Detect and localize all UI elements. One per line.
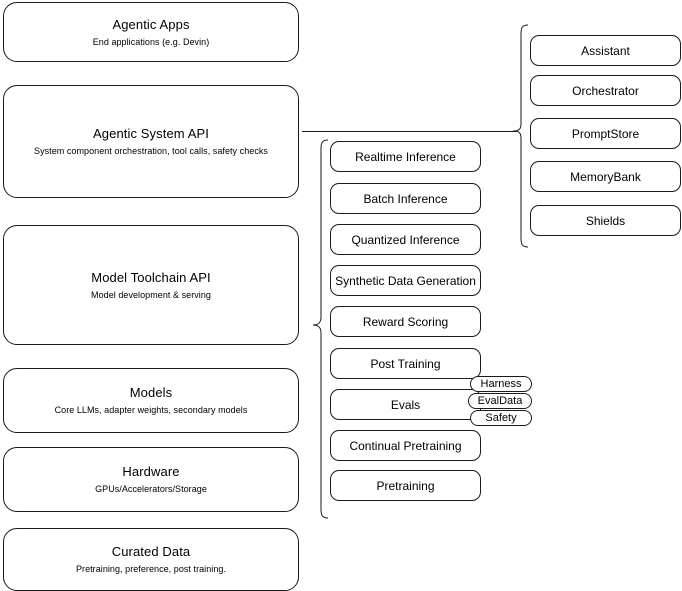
layer-box-agentic-apps[interactable]: Agentic Apps End applications (e.g. Devi…: [3, 2, 299, 62]
brace-toolchain-components: [312, 139, 329, 519]
component-label: PromptStore: [571, 126, 640, 141]
layer-subtitle: Model development & serving: [91, 289, 211, 300]
component-label: Continual Pretraining: [349, 438, 462, 453]
component-box-evals[interactable]: Evals: [330, 389, 481, 420]
layer-box-hardware[interactable]: Hardware GPUs/Accelerators/Storage: [3, 447, 299, 512]
badge-harness[interactable]: Harness: [470, 376, 532, 392]
badge-label: EvalData: [477, 395, 523, 407]
layer-subtitle: End applications (e.g. Devin): [92, 36, 210, 47]
component-box-memorybank[interactable]: MemoryBank: [530, 161, 681, 192]
component-box-assistant[interactable]: Assistant: [530, 35, 681, 66]
layer-title: Agentic System API: [93, 126, 209, 141]
layer-title: Curated Data: [111, 544, 191, 559]
component-label: Post Training: [370, 356, 441, 371]
component-box-shields[interactable]: Shields: [530, 205, 681, 236]
component-label: Realtime Inference: [355, 149, 456, 164]
component-box-quantized-inference[interactable]: Quantized Inference: [330, 224, 481, 255]
component-label: Orchestrator: [572, 83, 639, 98]
component-box-promptstore[interactable]: PromptStore: [530, 118, 681, 149]
badge-label: Harness: [480, 378, 522, 390]
layer-title: Hardware: [122, 464, 180, 479]
component-box-reward-scoring[interactable]: Reward Scoring: [330, 306, 481, 337]
component-label: Pretraining: [376, 478, 435, 493]
layer-subtitle: Core LLMs, adapter weights, secondary mo…: [54, 405, 248, 415]
layer-box-agentic-system-api[interactable]: Agentic System API System component orch…: [3, 85, 299, 198]
component-label: MemoryBank: [570, 169, 641, 184]
layer-subtitle: System component orchestration, tool cal…: [34, 146, 268, 156]
component-label: Shields: [585, 213, 626, 228]
component-label: Assistant: [581, 43, 630, 58]
component-label: Quantized Inference: [351, 232, 460, 247]
component-label: Synthetic Data Generation: [335, 273, 476, 288]
badge-label: Safety: [485, 412, 517, 424]
badge-safety[interactable]: Safety: [470, 410, 532, 426]
layer-box-curated-data[interactable]: Curated Data Pretraining, preference, po…: [3, 528, 299, 591]
brace-agentic-components: [512, 24, 529, 248]
connector-line-agentic-system-api: [302, 131, 516, 132]
component-box-continual-pretraining[interactable]: Continual Pretraining: [330, 430, 481, 461]
component-label: Reward Scoring: [362, 314, 449, 329]
component-box-orchestrator[interactable]: Orchestrator: [530, 75, 681, 106]
component-box-post-training[interactable]: Post Training: [330, 348, 481, 379]
component-box-synthetic-data-generation[interactable]: Synthetic Data Generation: [330, 265, 481, 296]
layer-box-models[interactable]: Models Core LLMs, adapter weights, secon…: [3, 368, 299, 433]
component-box-pretraining[interactable]: Pretraining: [330, 470, 481, 501]
layer-subtitle: Pretraining, preference, post training.: [75, 564, 227, 574]
component-box-batch-inference[interactable]: Batch Inference: [330, 183, 481, 214]
component-label: Evals: [390, 397, 421, 412]
badge-evaldata[interactable]: EvalData: [468, 393, 532, 409]
component-box-realtime-inference[interactable]: Realtime Inference: [330, 141, 481, 172]
layer-title: Models: [129, 385, 173, 400]
component-label: Batch Inference: [363, 191, 448, 206]
layer-title: Agentic Apps: [112, 16, 190, 32]
layer-subtitle: GPUs/Accelerators/Storage: [95, 484, 207, 494]
layer-title: Model Toolchain API: [91, 269, 211, 285]
layer-box-model-toolchain-api[interactable]: Model Toolchain API Model development & …: [3, 225, 299, 345]
